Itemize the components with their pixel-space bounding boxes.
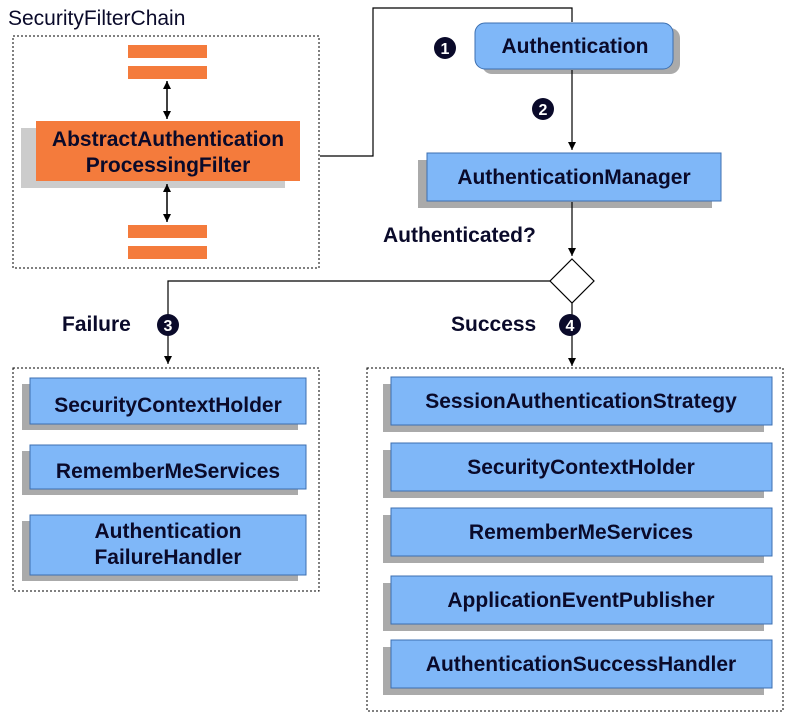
authentication-box	[474, 22, 674, 70]
filter-bar	[128, 66, 207, 79]
step-3-number: 3	[164, 318, 173, 335]
step-4-number: 4	[566, 318, 575, 335]
failure-handlers-container	[12, 367, 320, 592]
failure-branch-arrow	[164, 280, 550, 364]
step-1-number: 1	[441, 41, 450, 58]
failure-item-security-context-holder	[29, 377, 307, 425]
step-3-badge	[157, 314, 179, 336]
authentication-label: Authentication	[502, 35, 649, 58]
failure-item-remember-me-services	[29, 444, 307, 490]
failure-item-authentication-failure-handler	[29, 514, 307, 576]
success-label: Success	[451, 313, 536, 336]
failure-label: Failure	[62, 313, 131, 336]
success-item-remember-me-services	[390, 507, 773, 557]
failure-item-label: RememberMeServices	[56, 460, 280, 483]
security-filter-chain-container	[12, 35, 320, 269]
step-2-number: 2	[539, 102, 548, 119]
filter-to-authentication-connector	[320, 7, 573, 157]
authenticated-question-label: Authenticated?	[383, 224, 536, 247]
success-handlers-container	[366, 367, 784, 712]
authentication-manager-label: AuthenticationManager	[457, 166, 690, 189]
authentication-manager-box	[426, 152, 722, 202]
step-2-badge	[532, 98, 554, 120]
step-1-badge	[434, 37, 456, 59]
security-filter-chain-title: SecurityFilterChain	[8, 7, 185, 30]
success-item-label: RememberMeServices	[469, 521, 693, 544]
failure-item-label-line1: Authentication	[95, 520, 242, 543]
success-item-session-authentication-strategy	[390, 376, 773, 426]
success-item-label: AuthenticationSuccessHandler	[426, 653, 736, 676]
step-4-badge	[559, 314, 581, 336]
authenticated-decision-diamond	[549, 258, 595, 304]
success-item-label: ApplicationEventPublisher	[447, 589, 714, 612]
filter-bar	[128, 225, 207, 238]
success-item-application-event-publisher	[390, 575, 773, 625]
success-item-label: SecurityContextHolder	[467, 456, 695, 479]
filter-label-line1: AbstractAuthentication	[52, 128, 284, 151]
failure-item-label: SecurityContextHolder	[54, 394, 282, 417]
abstract-authentication-processing-filter	[36, 121, 300, 181]
success-item-label: SessionAuthenticationStrategy	[425, 390, 737, 413]
failure-item-label-line2: FailureHandler	[94, 546, 241, 569]
filter-bar	[128, 45, 207, 58]
filter-bar	[128, 246, 207, 259]
success-item-security-context-holder	[390, 442, 773, 492]
filter-label-line2: ProcessingFilter	[86, 154, 251, 177]
success-item-authentication-success-handler	[390, 639, 773, 689]
